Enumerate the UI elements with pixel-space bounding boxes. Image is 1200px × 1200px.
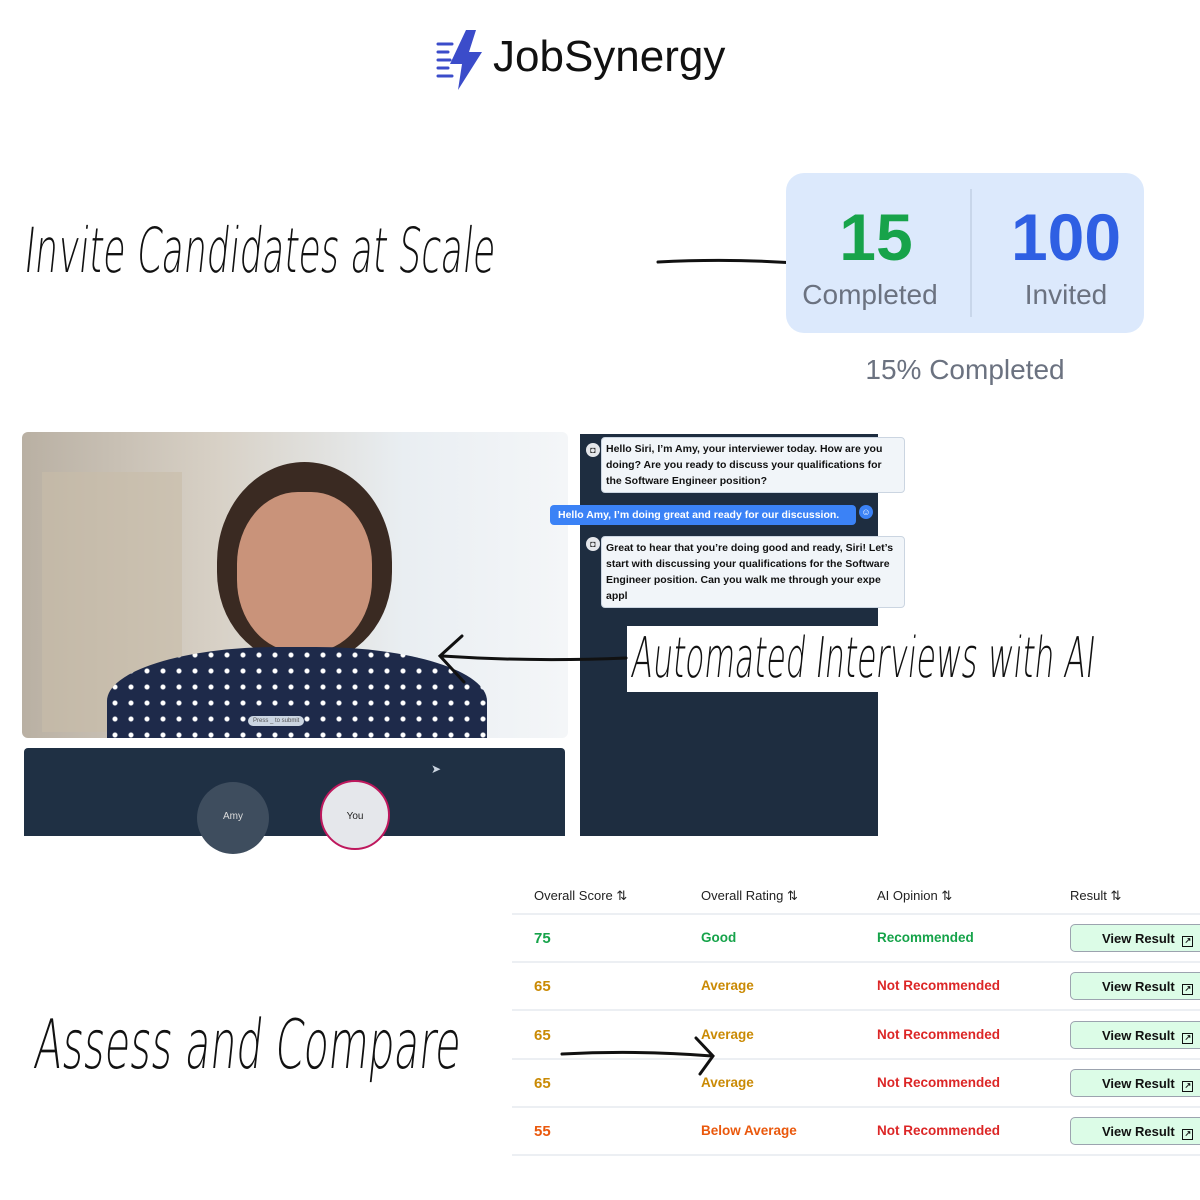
bot-icon: ◘ <box>586 537 600 551</box>
score-cell: 65 <box>534 1074 551 1092</box>
opinion-cell: Not Recommended <box>877 1026 1001 1042</box>
stats-card: 15 Completed 100 Invited <box>786 173 1144 333</box>
interviews-heading: Automated Interviews with AI <box>628 626 1099 691</box>
rating-cell: Average <box>701 1026 754 1042</box>
candidate-video: Press _ to submit <box>22 432 568 738</box>
opinion-cell: Not Recommended <box>877 978 1001 994</box>
invited-label: Invited <box>1024 279 1108 310</box>
external-link-icon: ↗ <box>1182 1032 1194 1044</box>
cursor-icon: ➤ <box>431 762 442 776</box>
external-link-icon: ↗ <box>1182 1129 1194 1141</box>
row-divider <box>512 1154 1200 1157</box>
opinion-cell: Recommended <box>877 930 974 945</box>
view-result-button[interactable]: View Result ↗ <box>1070 924 1200 952</box>
row-divider <box>512 961 1200 963</box>
rating-cell: Good <box>701 930 737 945</box>
sort-icon[interactable]: ⇅ <box>787 888 798 903</box>
view-result-button[interactable]: View Result ↗ <box>1070 972 1200 1001</box>
submit-hint: Press _ to submit <box>248 716 305 726</box>
label-backdrop <box>627 626 878 692</box>
user-message: Hello Amy, I’m doing great and ready for… <box>550 505 856 525</box>
column-header[interactable]: Result ⇅ <box>1070 888 1122 903</box>
progress-text: 15% Completed <box>865 354 1065 385</box>
external-link-icon: ↗ <box>1182 936 1194 947</box>
column-header[interactable]: Overall Score ⇅ <box>534 888 628 903</box>
header-divider <box>512 913 1200 915</box>
sort-icon[interactable]: ⇅ <box>1110 888 1122 903</box>
view-result-button[interactable]: View Result ↗ <box>1070 1020 1200 1049</box>
column-header[interactable]: AI Opinion ⇅ <box>877 888 953 903</box>
participant-amy: Amy <box>197 782 269 854</box>
participant-you: You <box>320 780 390 850</box>
divider <box>970 189 972 317</box>
view-result-button[interactable]: View Result ↗ <box>1070 1117 1200 1146</box>
row-divider <box>512 1009 1200 1012</box>
score-cell: 75 <box>534 930 551 947</box>
lightning-bolt-logo-icon <box>436 30 486 95</box>
row-divider <box>512 1057 1200 1060</box>
arrow-left-icon <box>437 634 628 684</box>
external-link-icon: ↗ <box>1182 1080 1194 1092</box>
sort-icon[interactable]: ⇅ <box>616 888 628 903</box>
opinion-cell: Not Recommended <box>877 1074 1001 1090</box>
assess-heading: Assess and Compare <box>30 1006 465 1085</box>
rating-cell: Average <box>701 1074 754 1090</box>
participants-panel: Amy You ➤ <box>24 748 565 854</box>
invited-count: 100 <box>1010 200 1122 274</box>
rating-cell: Below Average <box>701 1123 797 1139</box>
score-cell: 55 <box>534 1123 551 1141</box>
invite-heading: Invite Candidates at Scale <box>21 214 500 287</box>
bot-message: Hello Siri, I’m Amy, your interviewer to… <box>601 437 905 493</box>
sort-icon[interactable]: ⇅ <box>941 888 953 903</box>
completed-count: 15 <box>839 200 913 274</box>
bot-icon: ◘ <box>586 443 600 457</box>
column-header[interactable]: Overall Rating ⇅ <box>701 888 798 903</box>
person-face <box>237 492 372 652</box>
arrow-right-icon <box>560 1036 715 1076</box>
score-cell: 65 <box>534 978 551 996</box>
brand-name: JobSynergy <box>493 32 726 81</box>
external-link-icon: ↗ <box>1182 984 1194 996</box>
score-cell: 65 <box>534 1026 551 1044</box>
user-avatar-icon: ☺ <box>859 505 873 519</box>
bot-message: Great to hear that you’re doing good and… <box>601 536 905 608</box>
row-divider <box>512 1105 1200 1108</box>
view-result-button[interactable]: View Result ↗ <box>1070 1068 1200 1097</box>
completed-label: Completed <box>802 279 938 310</box>
opinion-cell: Not Recommended <box>877 1123 1001 1139</box>
rating-cell: Average <box>701 978 754 994</box>
